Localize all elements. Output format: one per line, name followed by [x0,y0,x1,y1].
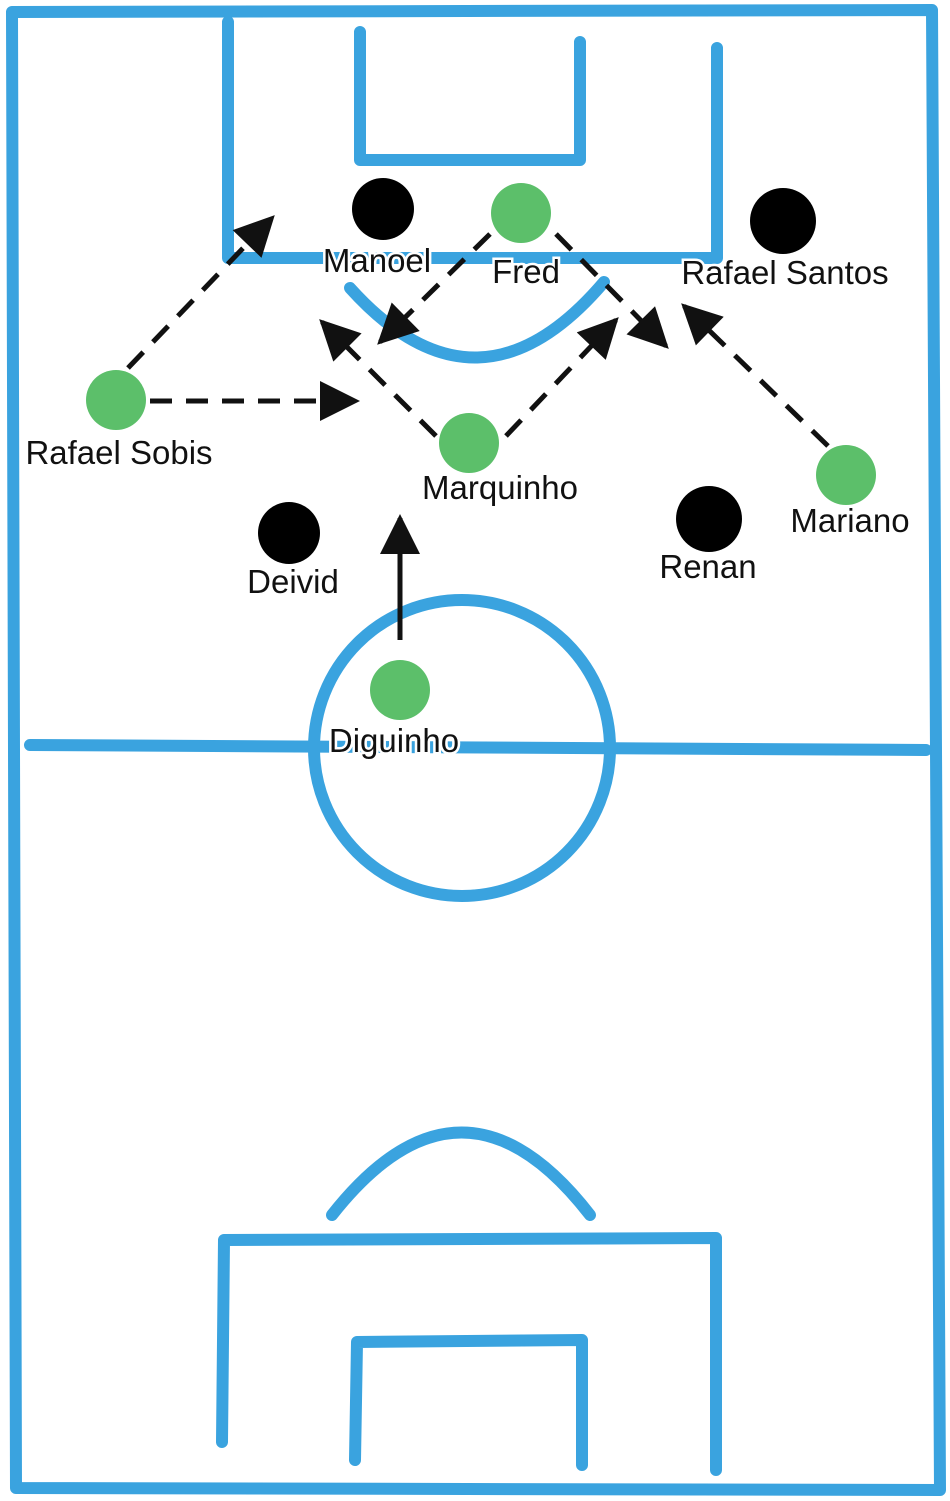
top-goal-area [354,26,586,166]
movement-arrows [126,215,830,640]
green-team [86,183,876,720]
player-rafael-sobis-label: Rafael Sobis [25,434,212,471]
player-diguinho-marker [370,660,430,720]
centre-circle [308,594,616,902]
arrow-fred-right [554,232,669,349]
arrow-marquinho-right [504,317,619,438]
player-renan-label: Renan [659,548,756,585]
top-penalty-box [222,16,723,264]
player-labels: Manoel Rafael Santos Deivid Renan Fred R… [23,240,912,762]
player-marquinho-label: Marquinho [422,469,578,506]
top-penalty-arc [344,276,610,364]
player-fred-marker [491,183,551,243]
player-mariano-label: Mariano [790,502,909,539]
player-diguinho-label: Diguinho [329,722,459,759]
player-mariano-marker [816,445,876,505]
player-deivid-marker [258,502,320,564]
player-manoel-label: Manoel [323,242,431,279]
player-rafael-sobis-marker [86,370,146,430]
bottom-goal-area [349,1334,588,1471]
player-manoel-marker [352,178,414,240]
arrow-marquinho-left [319,319,438,438]
player-renan-marker [676,486,742,552]
bottom-penalty-arc [326,1126,596,1221]
halfway-line [24,739,932,756]
player-rafael-santos-marker [750,188,816,254]
pitch-boundary [6,4,946,1496]
arrow-mariano-inside [681,303,830,448]
player-fred-label: Fred [492,253,560,290]
black-team [258,178,816,564]
bottom-penalty-box [216,1232,722,1476]
player-deivid-label: Deivid [247,563,339,600]
player-marquinho-marker [439,413,499,473]
arrow-fred-left [377,232,492,345]
arrow-sobis-forward [126,215,275,370]
player-rafael-santos-label: Rafael Santos [681,254,888,291]
